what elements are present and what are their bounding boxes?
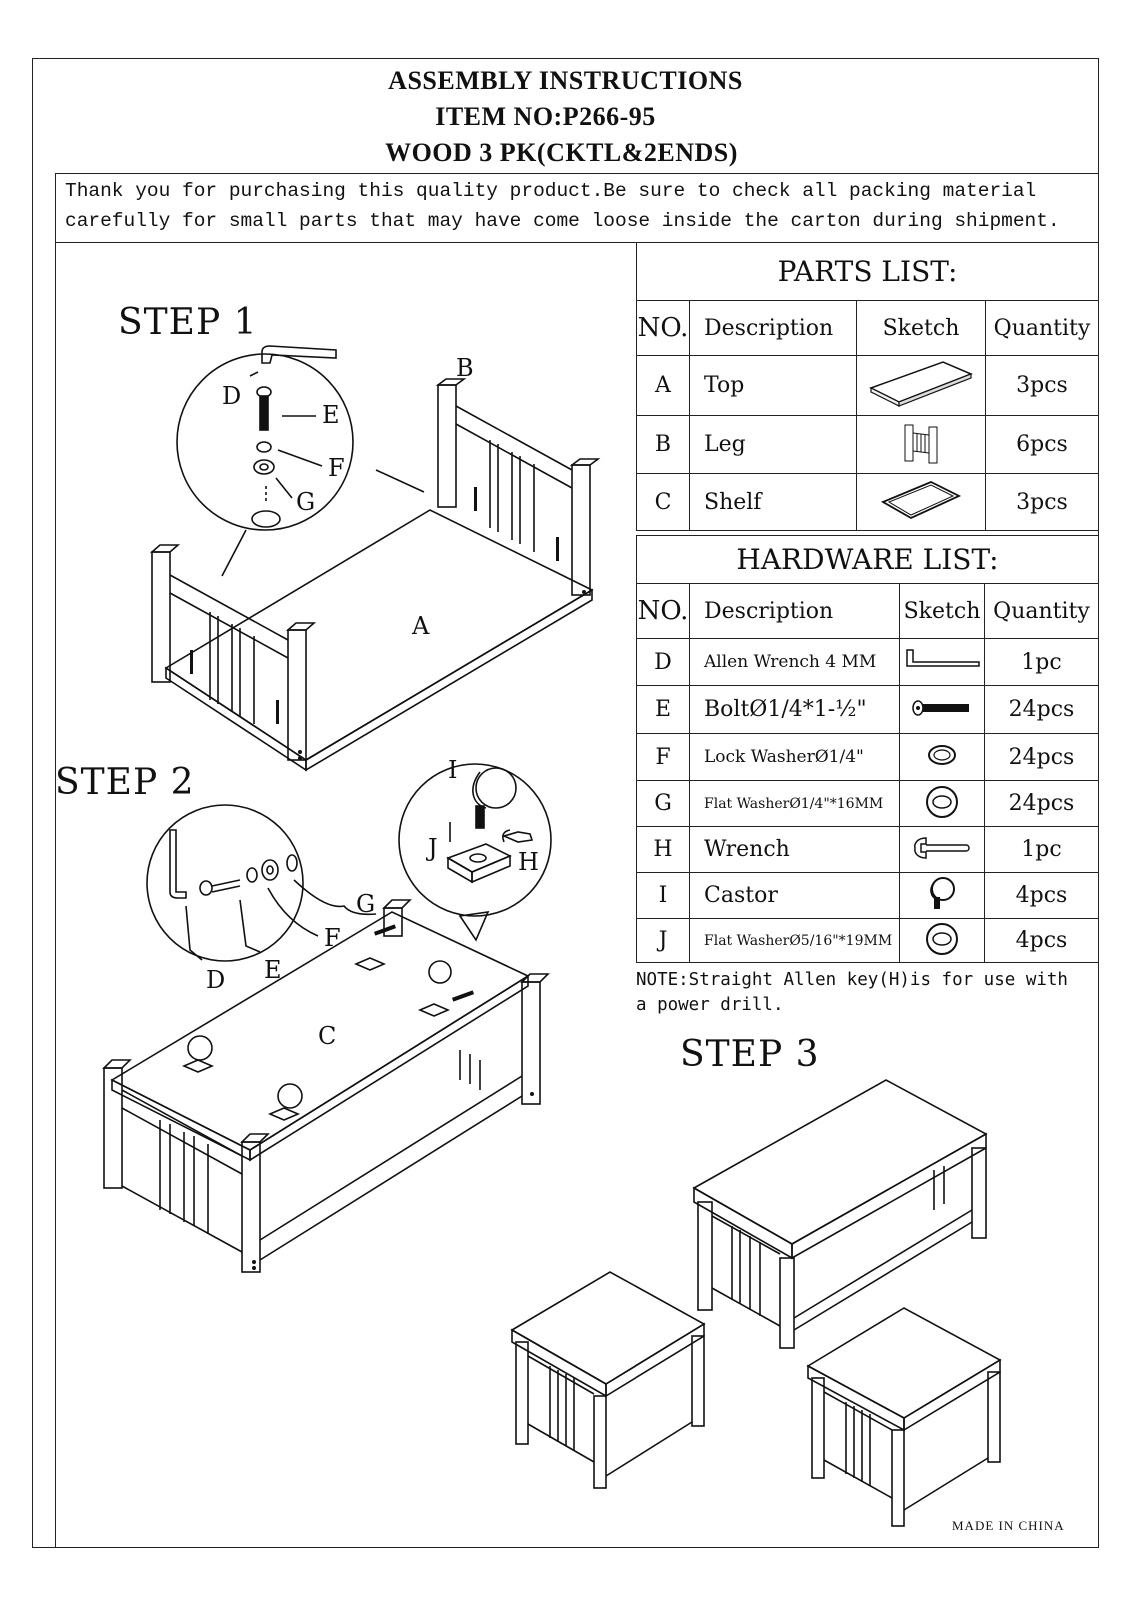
- item-description: WOOD 3 PK(CKTL&2ENDS): [385, 138, 738, 167]
- step-2-label: STEP 2: [55, 762, 195, 803]
- item-number: ITEM NO:P266-95: [435, 102, 656, 131]
- row-description: Flat WasherØ1/4"*16MM: [689, 780, 900, 827]
- col-quantity: Quantity: [985, 300, 1099, 356]
- step-1-detail-circle: [176, 353, 354, 531]
- doc-title: ASSEMBLY INSTRUCTIONS: [388, 66, 743, 95]
- label-g-step2: G: [356, 890, 375, 918]
- row-quantity: 24pcs: [984, 685, 1099, 734]
- note-text: NOTE:Straight Allen key(H)is for use wit…: [636, 970, 1068, 1015]
- label-e-step1: E: [322, 401, 340, 429]
- page-border: [32, 58, 1099, 1548]
- row-no: D: [636, 638, 690, 686]
- table-row: B Leg 6pcs: [636, 415, 1099, 474]
- row-description: BoltØ1/4*1-½": [689, 685, 900, 734]
- label-c: C: [318, 1022, 336, 1050]
- label-h: H: [518, 848, 539, 876]
- row-quantity: 1pc: [984, 638, 1099, 686]
- label-d-step1: D: [222, 382, 241, 410]
- left-rule: [55, 242, 56, 1548]
- row-no: J: [636, 918, 690, 963]
- col-quantity: Quantity: [984, 583, 1099, 639]
- row-description: Leg: [689, 415, 857, 474]
- label-b: B: [456, 354, 474, 382]
- row-quantity: 4pcs: [984, 872, 1099, 919]
- intro-line-1: Thank you for purchasing this quality pr…: [65, 180, 1037, 202]
- label-i: I: [448, 756, 457, 784]
- hardware-list-title: HARDWARE LIST:: [636, 535, 1099, 584]
- step-3-label: STEP 3: [680, 1034, 820, 1075]
- intro-box: Thank you for purchasing this quality pr…: [55, 173, 1099, 243]
- assembled-end-table-left: [510, 1271, 706, 1489]
- table-row: C Shelf 3pcs: [636, 473, 1099, 531]
- parts-list-title: PARTS LIST:: [636, 242, 1099, 301]
- row-description: Shelf: [689, 473, 857, 531]
- col-no: NO.: [636, 300, 690, 356]
- label-f-step1: F: [328, 454, 345, 482]
- row-quantity: 24pcs: [984, 733, 1099, 781]
- row-no: E: [636, 685, 690, 734]
- intro-line-2: carefully for small parts that may have …: [65, 210, 1060, 232]
- made-in-label: MADE IN CHINA: [952, 1518, 1065, 1533]
- label-g-step1: G: [296, 488, 315, 516]
- parts-list-table: PARTS LIST: NO. Description Sketch Quant…: [636, 242, 1099, 531]
- label-e-step2: E: [264, 956, 282, 984]
- row-description: Wrench: [689, 826, 900, 873]
- top-panel-icon: [856, 355, 986, 416]
- row-quantity: 3pcs: [985, 473, 1099, 531]
- col-description: Description: [689, 583, 900, 639]
- col-sketch: Sketch: [899, 583, 985, 639]
- row-quantity: 1pc: [984, 826, 1099, 873]
- hardware-list-table: HARDWARE LIST: NO. Description Sketch Qu…: [636, 535, 1099, 963]
- row-no: F: [636, 733, 690, 781]
- row-quantity: 24pcs: [984, 780, 1099, 827]
- table-row: E BoltØ1/4*1-½" 24pcs: [636, 685, 1099, 734]
- step-1-label: STEP 1: [118, 302, 258, 343]
- row-no: H: [636, 826, 690, 873]
- row-description: Flat WasherØ5/16"*19MM: [689, 918, 900, 963]
- assembled-cocktail-table: [692, 1079, 988, 1349]
- table-row: A Top 3pcs: [636, 355, 1099, 416]
- row-no: C: [636, 473, 690, 531]
- step-2-detail-circle-right: [398, 763, 552, 917]
- label-f-step2: F: [324, 924, 341, 952]
- row-description: Lock WasherØ1/4": [689, 733, 900, 781]
- large-flat-washer-icon: [899, 918, 985, 963]
- shelf-panel-icon: [856, 473, 986, 531]
- table-row: D Allen Wrench 4 MM 1pc: [636, 638, 1099, 686]
- row-quantity: 3pcs: [985, 355, 1099, 416]
- label-a: A: [411, 612, 430, 640]
- table-row: J Flat WasherØ5/16"*19MM 4pcs: [636, 918, 1099, 963]
- row-description: Top: [689, 355, 857, 416]
- row-description: Allen Wrench 4 MM: [689, 638, 900, 686]
- row-no: B: [636, 415, 690, 474]
- assembled-end-table-right: [806, 1307, 1002, 1527]
- col-no: NO.: [636, 583, 690, 639]
- step-2-detail-circle-left: [146, 804, 304, 962]
- table-row: G Flat WasherØ1/4"*16MM 24pcs: [636, 780, 1099, 827]
- label-j: J: [425, 834, 438, 862]
- row-quantity: 4pcs: [984, 918, 1099, 963]
- label-d-step2: D: [206, 966, 225, 994]
- row-no: A: [636, 355, 690, 416]
- table-row: H Wrench 1pc: [636, 826, 1099, 873]
